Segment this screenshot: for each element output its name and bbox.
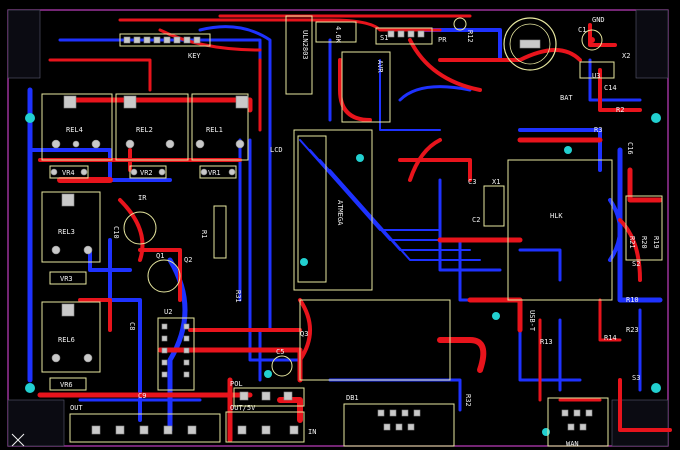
rel3-label: REL3 <box>58 228 75 236</box>
c16-label: C16 <box>626 142 634 155</box>
keepout-corner-tl <box>7 9 41 79</box>
wan-label: WAN <box>566 440 579 448</box>
r13-label: R13 <box>540 338 553 346</box>
relay-rel4: REL4 <box>41 93 113 161</box>
bat-label: BAT <box>560 94 573 102</box>
out-terminal: OUT <box>69 404 221 443</box>
r12-label: R12 <box>466 30 474 43</box>
hlk-label: HLK <box>550 212 563 220</box>
lcd-header: ATMEGA <box>293 129 373 291</box>
gnd-label: GND <box>592 16 605 24</box>
in-label: IN <box>308 428 316 436</box>
c10-capacitor: C10 <box>112 211 157 245</box>
avr-label: AVR <box>376 60 384 73</box>
r23-label: R23 <box>626 326 639 334</box>
keepout-corner-bl <box>7 399 65 447</box>
rel6-label: REL6 <box>58 336 75 344</box>
relay-rel3: REL3 <box>41 191 101 263</box>
pol-label: POL <box>230 380 243 388</box>
c9-label: C9 <box>138 392 146 400</box>
out5v-terminal: OUT/5V <box>225 404 305 443</box>
varistor-vr3: VR3 <box>49 271 87 285</box>
vr1-label: VR1 <box>208 169 221 177</box>
c1-label: C1 <box>578 26 586 34</box>
relay-rel6: REL6 <box>41 301 101 373</box>
x2-label: X2 <box>622 52 630 60</box>
out-label: OUT <box>70 404 83 412</box>
q3-label: Q3 <box>300 330 308 338</box>
usb-label: USB-T <box>528 310 536 332</box>
s3-label: S3 <box>632 374 640 382</box>
r10-label: R10 <box>626 296 639 304</box>
q1-label: Q1 <box>156 252 164 260</box>
resistor-network: 4.6K <box>315 21 357 44</box>
c3-label: C3 <box>468 178 476 186</box>
right-resistors: R21 R20 R19 <box>625 195 663 261</box>
c5-label: C5 <box>276 348 284 356</box>
r2-label: R2 <box>616 106 624 114</box>
hlk-module: HLK <box>507 159 613 301</box>
r3-label: R3 <box>594 126 602 134</box>
vr4-label: VR4 <box>62 169 75 177</box>
c8-label: C8 <box>128 322 136 330</box>
r31-label: R31 <box>234 290 242 303</box>
keepout-corner-tr <box>635 9 669 79</box>
r12-component: R12 <box>453 17 474 43</box>
vr3-label: VR3 <box>60 275 73 283</box>
c5-capacitor: C5 <box>271 348 293 377</box>
s1-label: S1 <box>380 34 388 42</box>
board-outline <box>7 9 669 447</box>
r1-label: R1 <box>200 230 208 238</box>
c14-label: C14 <box>604 84 617 92</box>
wan-connector: WAN <box>547 397 609 448</box>
r21-label: R21 <box>628 236 636 249</box>
rel2-label: REL2 <box>136 126 153 134</box>
atmega-chip <box>299 299 451 381</box>
pr-label: PR <box>438 36 447 44</box>
power-corner-icon <box>11 433 25 447</box>
u3-chip: U3 <box>579 61 615 80</box>
uln2803-chip: ULN2803 <box>285 15 313 95</box>
c10-label: C10 <box>112 226 120 239</box>
s2-label: S2 <box>632 260 640 268</box>
ph-label: 4.6K <box>334 26 342 44</box>
varistors-top: VR4 VR2 VR1 <box>49 165 237 179</box>
bottom-copper-layer <box>27 25 663 433</box>
db1-connector: DB1 <box>343 394 455 447</box>
u2-label: U2 <box>164 308 172 316</box>
relay-rel2: REL2 <box>115 93 189 161</box>
c1-capacitor: C1 <box>578 26 603 51</box>
key-label: KEY <box>188 52 201 60</box>
atmega-label: ATMEGA <box>336 200 344 226</box>
q1-transistor: Q1 <box>147 252 181 293</box>
c2-label: C2 <box>472 216 480 224</box>
relay-rel1: REL1 <box>191 93 249 161</box>
ir-label: IR <box>138 194 147 202</box>
pol-header: POL <box>230 380 305 407</box>
r1-resistor: R1 <box>200 205 227 259</box>
vr6-label: VR6 <box>60 381 73 389</box>
db1-label: DB1 <box>346 394 359 402</box>
r19-label: R19 <box>652 236 660 249</box>
rel1-label: REL1 <box>206 126 223 134</box>
u3-label: U3 <box>592 72 600 80</box>
rel4-label: REL4 <box>66 126 83 134</box>
uln-label: ULN2803 <box>301 30 309 60</box>
varistor-vr6: VR6 <box>49 377 87 391</box>
battery-holder <box>503 17 557 71</box>
s1-header: S1 <box>375 27 433 45</box>
q2-label: Q2 <box>184 256 192 264</box>
r32-label: R32 <box>464 394 472 407</box>
key-header: KEY <box>119 33 211 60</box>
out5v-label: OUT/5V <box>230 404 256 412</box>
vr2-label: VR2 <box>140 169 153 177</box>
x1-label: X1 <box>492 178 500 186</box>
u2-chip: U2 <box>157 308 195 391</box>
r20-label: R20 <box>640 236 648 249</box>
lcd-label: LCD <box>270 146 283 154</box>
c2-c3-x1: C2 C3 X1 <box>468 178 505 227</box>
r14-label: R14 <box>604 334 617 342</box>
avr-header: AVR <box>341 51 391 123</box>
